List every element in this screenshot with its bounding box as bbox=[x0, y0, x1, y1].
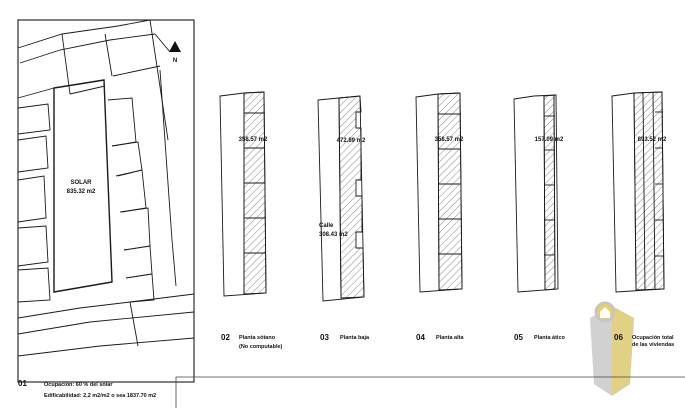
caption-num-02: 02 bbox=[221, 333, 230, 342]
caption-title-04: Planta alta bbox=[436, 335, 464, 341]
calle-area: 308.43 m2 bbox=[319, 232, 348, 238]
caption-num-01: 01 bbox=[18, 379, 27, 388]
plan-alta bbox=[415, 92, 463, 293]
caption-title-02: Planta sótano bbox=[239, 335, 276, 341]
plan-05-area: 157.09 m2 bbox=[535, 137, 564, 143]
north-arrow-icon bbox=[169, 41, 181, 52]
caption-num-06: 06 bbox=[614, 333, 623, 342]
plan-atico bbox=[513, 94, 559, 293]
plan-total bbox=[611, 91, 665, 293]
solar-parcel bbox=[53, 79, 113, 293]
caption-num-04: 04 bbox=[416, 333, 425, 342]
plan-03-area: 472.89 m2 bbox=[337, 138, 366, 144]
caption-sub-02: (No computable) bbox=[239, 344, 283, 350]
plan-06-area: 893.52 m2 bbox=[638, 137, 667, 143]
caption-sub-06: de las viviendas bbox=[632, 342, 674, 348]
site-plan-frame bbox=[17, 19, 195, 383]
solar-label: SOLAR bbox=[71, 180, 93, 186]
caption-num-03: 03 bbox=[320, 333, 329, 342]
watermark-logo bbox=[590, 301, 634, 396]
ocupacion-text: Ocupación: 60 % del solar bbox=[44, 382, 113, 388]
solar-area: 835.32 m2 bbox=[67, 189, 96, 195]
edificabilidad-text: Edificabilidad: 2,2 m2/m2 o sea 1837.70 … bbox=[44, 393, 156, 399]
caption-title-05: Planta ático bbox=[534, 335, 566, 341]
caption-title-06: Ocupación total bbox=[632, 335, 674, 341]
plan-sotano bbox=[219, 91, 267, 297]
plan-02-area: 358.57 m2 bbox=[239, 137, 268, 143]
plan-baja bbox=[317, 95, 365, 302]
plan-04-area: 358.57 m2 bbox=[435, 137, 464, 143]
calle-label: Calle bbox=[319, 223, 334, 229]
caption-title-03: Planta baja bbox=[340, 335, 370, 341]
caption-num-05: 05 bbox=[514, 333, 523, 342]
north-label: N bbox=[173, 58, 177, 64]
site-plan bbox=[17, 19, 195, 383]
